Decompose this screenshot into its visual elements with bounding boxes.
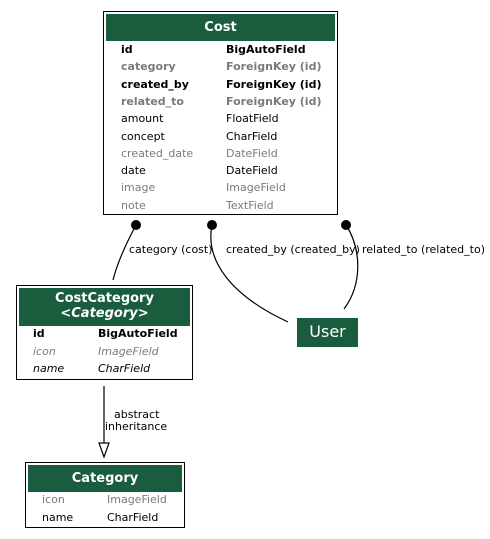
field-name: icon (42, 493, 65, 506)
field-type: BigAutoField (226, 43, 306, 56)
field-type: ImageField (107, 493, 167, 506)
field-row: icon ImageField (26, 491, 184, 509)
field-row: name CharField (26, 509, 184, 527)
field-type: ForeignKey (id) (226, 94, 322, 108)
field-type: CharField (107, 510, 159, 524)
field-name: created_by (121, 77, 189, 91)
model-cost-category-subtitle: <Category> (60, 306, 149, 321)
field-name: name (42, 510, 74, 524)
field-row: created_date DateField (104, 145, 337, 162)
field-type: FloatField (226, 112, 279, 126)
field-row: name CharField (17, 360, 192, 378)
edge-category-dot (131, 220, 141, 230)
model-cost-category-title: CostCategory (55, 291, 154, 306)
field-row: id BigAutoField (104, 41, 337, 58)
edge-label-inheritance-1: abstract (114, 408, 160, 421)
field-row: id BigAutoField (17, 325, 192, 343)
edge-label-category: category (cost) (129, 243, 213, 256)
field-type: ImageField (98, 344, 159, 358)
model-user: User (297, 318, 358, 347)
edge-created-by-dot (207, 220, 217, 230)
field-type: ForeignKey (id) (226, 77, 322, 91)
field-row: category ForeignKey (id) (104, 58, 337, 75)
model-category-title: Category (28, 465, 182, 492)
field-type: CharField (98, 362, 151, 375)
edge-related-to (343, 224, 359, 310)
field-type: ForeignKey (id) (226, 60, 322, 74)
model-category: Category icon ImageField name CharField (25, 462, 185, 528)
field-name: amount (121, 112, 164, 126)
field-name: created_date (121, 146, 194, 160)
field-name: id (121, 43, 133, 56)
field-name: note (121, 198, 146, 212)
field-type: CharField (226, 129, 278, 143)
field-row: amount FloatField (104, 110, 337, 127)
field-row: icon ImageField (17, 343, 192, 361)
field-name: date (121, 164, 146, 178)
field-row: image ImageField (104, 179, 337, 196)
inheritance-arrowhead (98, 442, 110, 459)
field-type: BigAutoField (98, 327, 178, 340)
field-row: created_by ForeignKey (id) (104, 76, 337, 93)
field-name: icon (33, 344, 56, 358)
field-row: concept CharField (104, 128, 337, 145)
field-name: category (121, 60, 176, 74)
field-name: image (121, 181, 156, 195)
field-row: related_to ForeignKey (id) (104, 93, 337, 110)
field-name: related_to (121, 94, 184, 108)
field-type: DateField (226, 146, 278, 160)
edge-label-inheritance-2: inheritance (105, 420, 168, 433)
edge-related-to-dot (341, 220, 351, 230)
edge-label-related-to: related_to (related_to) (362, 243, 485, 256)
field-name: id (33, 327, 45, 340)
model-cost-category-header: CostCategory <Category> (19, 288, 190, 326)
field-row: note TextField (104, 197, 337, 214)
field-name: concept (121, 129, 165, 143)
model-cost-category: CostCategory <Category> id BigAutoField ic… (16, 285, 193, 380)
edge-label-created-by: created_by (created_by) (226, 243, 360, 256)
field-row: date DateField (104, 162, 337, 179)
field-type: DateField (226, 164, 278, 178)
edge-created-by (210, 224, 289, 323)
model-cost-title: Cost (106, 14, 335, 41)
field-name: name (33, 362, 65, 375)
field-type: TextField (226, 198, 274, 212)
field-type: ImageField (226, 181, 286, 195)
